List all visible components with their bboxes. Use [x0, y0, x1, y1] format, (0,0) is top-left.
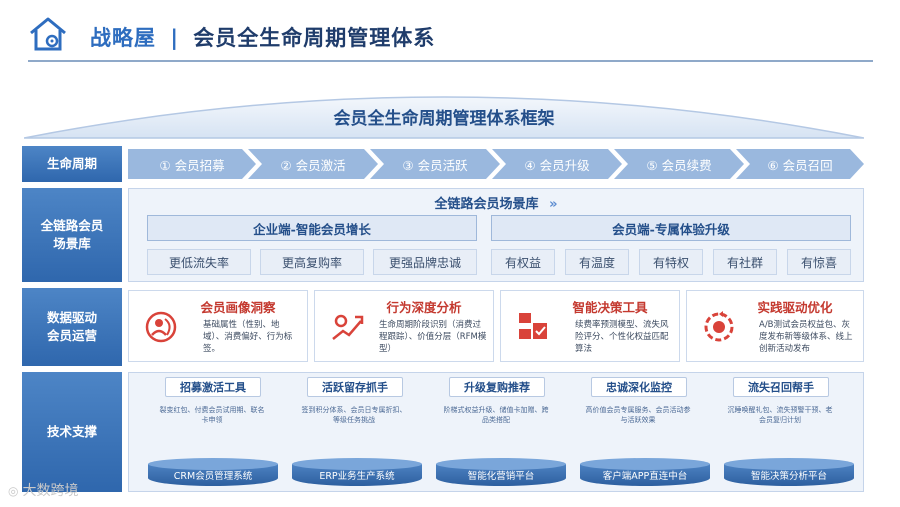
- platform-label: CRM会员管理系统: [173, 471, 253, 482]
- tool-loyalty-monitor: 忠诚深化监控: [591, 377, 687, 397]
- stage-recruit[interactable]: ① 会员招募: [128, 149, 256, 179]
- scene-item-surprise: 有惊喜: [787, 249, 851, 275]
- brand-label: 战略屋: [90, 26, 156, 50]
- watermark-text: 大数跨境: [22, 483, 79, 499]
- row-label-scenes-line2: 场景库: [53, 236, 91, 251]
- platform-label: 客户端APP直连中台: [602, 471, 688, 482]
- scenes-panel: 全链路会员场景库 » 企业端-智能会员增长 会员端-专属体验升级 更低流失率 更…: [128, 188, 864, 282]
- row-label-data-ops: 数据驱动会员运营: [22, 288, 122, 366]
- data-ops-cards: 会员画像洞察 基础属性（性别、地域）、消费偏好、行为标签。 行为深度分析 生命周…: [128, 290, 864, 364]
- platform-label: ERP业务生产系统: [319, 471, 395, 482]
- row-label-tech: 技术支撑: [22, 372, 122, 492]
- stage-upgrade[interactable]: ④ 会员升级: [492, 149, 622, 179]
- decision-icon: [515, 309, 551, 345]
- tool-desc: 沉睡唤醒礼包、流失预警干预、老会员复归计划: [727, 406, 833, 424]
- framework-roof: [23, 76, 865, 140]
- tool-desc: 签到积分体系、会员日专属折扣、等级任务挑战: [301, 406, 407, 424]
- card-decision-tools: 智能决策工具 续费率预测模型、流失风险评分、个性化权益匹配算法: [500, 290, 680, 362]
- platform-erp: ERP业务生产系统: [292, 458, 422, 486]
- scene-item-brand-loyalty: 更强品牌忠诚: [373, 249, 477, 275]
- row-label-data-ops-line1: 数据驱动: [46, 310, 97, 325]
- card-desc: A/B测试会员权益包、灰度发布新等级体系、线上创新活动发布: [759, 320, 853, 354]
- card-title: 行为深度分析: [386, 300, 462, 315]
- scenes-title: 全链路会员场景库 »: [129, 193, 863, 212]
- row-label-scenes-line1: 全链路会员: [40, 218, 104, 233]
- scenes-title-text: 全链路会员场景库: [434, 197, 539, 212]
- row-label-scenes: 全链路会员场景库: [22, 188, 122, 282]
- enterprise-group-header: 企业端-智能会员增长: [147, 215, 477, 241]
- stage-recall[interactable]: ⑥ 会员召回: [736, 149, 864, 179]
- scene-item-community: 有社群: [713, 249, 777, 275]
- tool-churn-recall: 流失召回帮手: [733, 377, 829, 397]
- scene-item-privilege: 有特权: [639, 249, 703, 275]
- optimize-cycle-icon: [701, 309, 737, 345]
- platform-crm: CRM会员管理系统: [148, 458, 278, 486]
- card-title: 会员画像洞察: [200, 300, 276, 315]
- profile-icon: [143, 309, 179, 345]
- wechat-icon: ◎: [8, 484, 19, 498]
- tool-desc: 高价值会员专属服务、会员活动参与活跃效果: [585, 406, 691, 424]
- platform-label: 智能化营销平台: [467, 471, 535, 482]
- stage-active[interactable]: ③ 会员活跃: [370, 149, 500, 179]
- scene-item-warmth: 有温度: [565, 249, 629, 275]
- tool-recruit-activate: 招募激活工具: [165, 377, 261, 397]
- card-title: 智能决策工具: [572, 300, 648, 315]
- platform-label: 智能决策分析平台: [750, 471, 827, 482]
- house-gear-logo-icon: [28, 16, 68, 52]
- card-desc: 生命周期阶段识别（消费过程跟踪）、价值分层（RFM模型）: [379, 320, 487, 354]
- platform-decision-analytics: 智能决策分析平台: [724, 458, 854, 486]
- tool-active-retain: 活跃留存抓手: [307, 377, 403, 397]
- platform-marketing: 智能化营销平台: [436, 458, 566, 486]
- scene-item-benefits: 有权益: [491, 249, 555, 275]
- behavior-path-icon: [329, 309, 365, 345]
- platform-app-midplatform: 客户端APP直连中台: [580, 458, 710, 486]
- card-desc: 基础属性（性别、地域）、消费偏好、行为标签。: [203, 320, 293, 354]
- row-label-lifecycle: 生命周期: [22, 146, 122, 182]
- scene-item-higher-repurchase: 更高复购率: [260, 249, 364, 275]
- framework-title: 会员全生命周期管理体系框架: [333, 109, 555, 129]
- stage-activate[interactable]: ② 会员激活: [248, 149, 378, 179]
- lifecycle-stages: ① 会员招募 ② 会员激活 ③ 会员活跃 ④ 会员升级 ⑤ 会员续费 ⑥ 会员召…: [128, 149, 864, 179]
- card-practice-optimize: 实践驱动优化 A/B测试会员权益包、灰度发布新等级体系、线上创新活动发布: [686, 290, 864, 362]
- member-group-header: 会员端-专属体验升级: [491, 215, 851, 241]
- card-behavior-analysis: 行为深度分析 生命周期阶段识别（消费过程跟踪）、价值分层（RFM模型）: [314, 290, 494, 362]
- title-separator: |: [170, 26, 179, 50]
- row-label-data-ops-line2: 会员运营: [46, 328, 97, 343]
- tool-upgrade-repurchase: 升级复购推荐: [449, 377, 545, 397]
- stage-renew[interactable]: ⑤ 会员续费: [614, 149, 744, 179]
- card-profile-insight: 会员画像洞察 基础属性（性别、地域）、消费偏好、行为标签。: [128, 290, 308, 362]
- page-title: 战略屋 | 会员全生命周期管理体系: [90, 22, 435, 52]
- tool-desc: 裂变红包、付费会员试用期、联名卡申领: [159, 406, 265, 424]
- tool-desc: 阶梯式权益升级、储值卡加赠、跨品类搭配: [443, 406, 549, 424]
- scene-item-lower-churn: 更低流失率: [147, 249, 251, 275]
- card-title: 实践驱动优化: [757, 300, 833, 315]
- card-desc: 续费率预测模型、流失风险评分、个性化权益匹配算法: [575, 320, 669, 354]
- title-text: 会员全生命周期管理体系: [193, 26, 436, 50]
- watermark: ◎大数跨境: [8, 480, 78, 500]
- double-chevron-icon: »: [549, 197, 558, 212]
- header-divider: [28, 60, 873, 62]
